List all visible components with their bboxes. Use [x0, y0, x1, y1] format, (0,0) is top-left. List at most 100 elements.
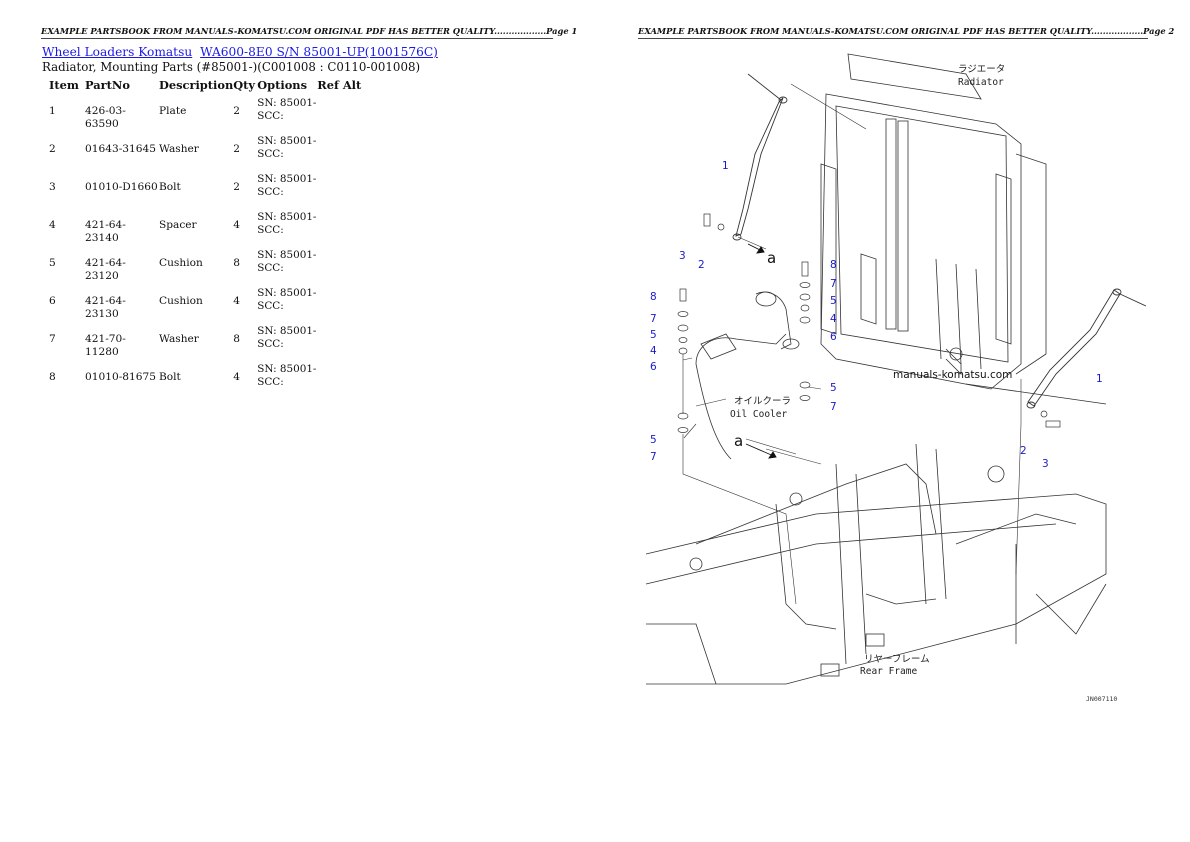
cell-item: 2 [49, 143, 56, 155]
cell-partno: 421-64-23130 [85, 295, 126, 320]
callout-5-center-lower: 5 [830, 382, 837, 394]
drawing-code: JN007110 [1086, 695, 1117, 703]
col-header-item: Item [49, 78, 79, 92]
cell-item: 1 [49, 105, 56, 117]
option-sn: SN: 85001- [257, 363, 317, 375]
cell-refalt [317, 287, 377, 325]
page-title: Radiator, Mounting Parts (#85001-)(C0010… [42, 60, 421, 74]
leader-lines [682, 83, 1022, 605]
callout-7-left: 7 [650, 313, 657, 325]
option-sn: SN: 85001- [257, 211, 317, 223]
rear-frame-label: Rear Frame [860, 666, 917, 677]
option-sn: SN: 85001- [257, 97, 317, 109]
cell-refalt [317, 363, 377, 401]
cell-item: 7 [49, 333, 56, 345]
cell-description: Bolt [159, 371, 181, 383]
page-header-left: EXAMPLE PARTSBOOK FROM MANUALS-KOMATSU.C… [41, 26, 577, 39]
cell-description: Cushion [159, 257, 203, 269]
callout-4-left: 4 [650, 345, 657, 357]
cell-qty: 4 [233, 295, 240, 307]
table-row: 2 01643-31645 Washer 2 SN: 85001-SCC: [42, 135, 377, 173]
oil-cooler-drawing [695, 291, 800, 460]
cell-qty: 2 [233, 181, 240, 193]
callout-1-right: 1 [1096, 373, 1103, 385]
col-header-description: Description [159, 78, 234, 92]
table-row: 8 01010-81675 Bolt 4 SN: 85001-SCC: [42, 363, 377, 401]
col-header-options: Options [257, 78, 308, 92]
option-scc: SCC: [257, 110, 284, 122]
option-sn: SN: 85001- [257, 173, 317, 185]
fastener-stacks [677, 213, 1061, 433]
radiator-label-jp: ラジエータ [958, 64, 1005, 75]
option-scc: SCC: [257, 186, 284, 198]
cell-item: 8 [49, 371, 56, 383]
cell-item: 3 [49, 181, 56, 193]
table-header-row: Item PartNo Description Qty Options Ref … [42, 77, 377, 97]
cell-options: SN: 85001-SCC: [257, 325, 317, 363]
cell-options: SN: 85001-SCC: [257, 97, 317, 135]
cell-refalt [317, 325, 377, 363]
callout-5-center: 5 [830, 295, 837, 307]
page-header-right: EXAMPLE PARTSBOOK FROM MANUALS-KOMATSU.C… [638, 26, 1174, 39]
plate-left [732, 73, 788, 241]
cell-refalt [317, 211, 377, 249]
table-row: 5 421-64-23120 Cushion 8 SN: 85001-SCC: [42, 249, 377, 287]
rear-frame-label-jp: リヤーフレーム [864, 654, 930, 665]
cell-qty: 4 [233, 219, 240, 231]
table-row: 6 421-64-23130 Cushion 4 SN: 85001-SCC: [42, 287, 377, 325]
option-scc: SCC: [257, 148, 284, 160]
cell-item: 6 [49, 295, 56, 307]
cell-options: SN: 85001-SCC: [257, 363, 317, 401]
cell-item: 4 [49, 219, 56, 231]
cell-description: Washer [159, 143, 199, 155]
breadcrumb-link-model[interactable]: WA600-8E0 S/N 85001-UP(1001576C) [200, 45, 438, 59]
cell-qty: 8 [233, 257, 240, 269]
callout-4-center: 4 [830, 313, 837, 325]
oil-cooler-label-jp: オイルクーラ [734, 396, 791, 407]
cell-description: Washer [159, 333, 199, 345]
callout-5-left: 5 [650, 329, 657, 341]
option-scc: SCC: [257, 300, 284, 312]
cell-item: 5 [49, 257, 56, 269]
table-row: 3 01010-D1660 Bolt 2 SN: 85001-SCC: [42, 173, 377, 211]
callout-6-left: 6 [650, 361, 657, 373]
radiator-drawing [820, 53, 1047, 390]
rear-frame-drawing [645, 383, 1107, 685]
cell-options: SN: 85001-SCC: [257, 135, 317, 173]
callout-7-center-lower: 7 [830, 401, 837, 413]
parts-table: Item PartNo Description Qty Options Ref … [42, 77, 377, 401]
cell-options: SN: 85001-SCC: [257, 249, 317, 287]
watermark-text: manuals-komatsu.com [893, 369, 1012, 381]
table-row: 4 421-64-23140 Spacer 4 SN: 85001-SCC: [42, 211, 377, 249]
reference-arrows [745, 243, 777, 459]
callout-3-right: 3 [1042, 458, 1049, 470]
cell-partno: 01643-31645 [85, 143, 156, 155]
callout-1-left: 1 [722, 160, 729, 172]
callout-8-center: 8 [830, 259, 837, 271]
option-sn: SN: 85001- [257, 325, 317, 337]
col-header-partno: PartNo [85, 78, 130, 92]
breadcrumb: Wheel Loaders Komatsu WA600-8E0 S/N 8500… [42, 45, 438, 59]
table-row: 7 421-70-11280 Washer 8 SN: 85001-SCC: [42, 325, 377, 363]
exploded-parts-diagram: 1 2 3 a 8 7 5 4 6 5 7 8 7 5 4 6 5 7 a 1 … [645, 53, 1147, 703]
cell-partno: 01010-D1660 [85, 181, 158, 193]
cell-qty: 2 [233, 143, 240, 155]
cell-partno: 01010-81675 [85, 371, 156, 383]
cell-partno: 426-03-63590 [85, 105, 126, 130]
reference-a-upper: a [767, 249, 776, 267]
option-sn: SN: 85001- [257, 287, 317, 299]
callout-5-left-lower: 5 [650, 434, 657, 446]
cell-description: Cushion [159, 295, 203, 307]
col-header-refalt: Ref Alt [317, 78, 362, 92]
cell-options: SN: 85001-SCC: [257, 211, 317, 249]
cell-qty: 4 [233, 371, 240, 383]
option-scc: SCC: [257, 224, 284, 236]
reference-a-lower: a [734, 432, 743, 450]
option-scc: SCC: [257, 376, 284, 388]
radiator-label: Radiator [958, 77, 1004, 88]
cell-description: Spacer [159, 219, 197, 231]
option-sn: SN: 85001- [257, 135, 317, 147]
col-header-qty: Qty [233, 78, 256, 92]
callout-6-center: 6 [830, 331, 837, 343]
breadcrumb-link-category[interactable]: Wheel Loaders Komatsu [42, 45, 193, 59]
